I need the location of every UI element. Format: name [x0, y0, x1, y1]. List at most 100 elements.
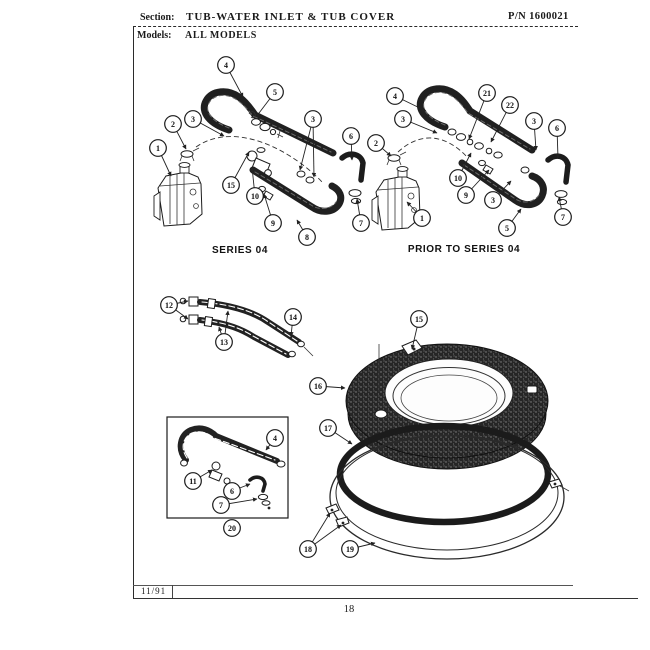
callout-circle	[457, 186, 475, 204]
callout-3: 3	[484, 180, 512, 209]
callout-circle	[484, 191, 502, 209]
callout-number: 14	[289, 313, 297, 322]
callout-circle	[215, 333, 233, 351]
callout-5: 5	[255, 83, 284, 118]
callout-number: 11	[189, 477, 197, 486]
callout-number: 16	[314, 382, 322, 391]
callout-19: 19	[341, 540, 376, 558]
callout-1: 1	[149, 139, 172, 177]
kit-elbow	[248, 475, 271, 510]
callout-5: 5	[498, 208, 522, 237]
section-label: Section:	[140, 12, 175, 23]
callout-circle	[284, 308, 302, 326]
callout-circle	[394, 110, 412, 128]
water-valve	[371, 166, 421, 231]
callout-22: 22	[490, 96, 519, 143]
callout-15: 15	[222, 151, 250, 194]
spray-elbow	[545, 153, 571, 206]
callout-number: 12	[165, 301, 173, 310]
callout-number: 22	[506, 101, 514, 110]
cover-clip-right	[526, 385, 538, 394]
callout-3: 3	[394, 110, 438, 134]
tub-cover-gasket	[336, 422, 552, 526]
footer-rule-upper	[133, 585, 573, 586]
kit-nozzle	[208, 461, 231, 485]
latch-screw	[412, 347, 416, 351]
callout-4: 4	[386, 87, 427, 112]
callout-number: 7	[219, 501, 223, 510]
callout-number: 15	[415, 315, 423, 324]
page-border-left	[133, 27, 134, 598]
callout-number: 4	[224, 61, 228, 70]
callout-9: 9	[457, 169, 490, 204]
callout-7: 7	[554, 196, 572, 226]
callout-3: 3	[298, 110, 322, 178]
callout-number: 3	[401, 115, 405, 124]
callout-circle	[184, 472, 202, 490]
callout-6: 6	[548, 119, 566, 159]
callout-circle	[341, 540, 359, 558]
cover-clip-left	[374, 409, 388, 419]
ring-clamp-left	[325, 503, 350, 528]
lower-fill-hose	[249, 166, 345, 215]
part-number: P/N 1600021	[508, 11, 569, 22]
water-valve	[153, 162, 203, 227]
callout-circle	[223, 519, 241, 537]
callout-circle	[342, 127, 360, 145]
prior-series04-caption: PRIOR TO SERIES 04	[408, 244, 520, 255]
callout-circle	[160, 296, 178, 314]
callout-15: 15	[410, 310, 428, 350]
callout-number: 6	[230, 487, 234, 496]
check-valve-small	[478, 159, 494, 175]
callout-6: 6	[342, 127, 360, 161]
callout-number: 9	[271, 219, 275, 228]
lower-fill-hose	[458, 159, 547, 209]
models-label: Models:	[137, 30, 172, 41]
valve-inlet-port	[386, 151, 407, 166]
callout-16: 16	[309, 377, 346, 395]
callout-circle	[222, 176, 240, 194]
footer-tick	[172, 585, 173, 598]
callout-circle	[299, 540, 317, 558]
tub-cover-inner-ring2	[400, 374, 498, 422]
tub-cover-opening	[384, 358, 514, 428]
callout-circle	[264, 214, 282, 232]
callout-3: 3	[525, 112, 543, 151]
header-rule	[133, 26, 578, 27]
callout-number: 3	[311, 115, 315, 124]
callout-4: 4	[217, 56, 244, 98]
callout-circle	[309, 377, 327, 395]
callout-number: 17	[324, 424, 332, 433]
callout-number: 8	[305, 233, 309, 242]
callout-10: 10	[246, 166, 264, 205]
callout-14: 14	[284, 308, 302, 337]
callout-number: 7	[359, 219, 363, 228]
callout-number: 3	[491, 196, 495, 205]
callout-number: 3	[191, 115, 195, 124]
callout-number: 15	[227, 181, 235, 190]
callout-2: 2	[367, 134, 392, 157]
callout-circle	[319, 419, 337, 437]
callout-number: 13	[220, 338, 228, 347]
callout-circle	[449, 169, 467, 187]
callout-circle	[498, 219, 516, 237]
callout-2: 2	[164, 115, 187, 150]
callout-1: 1	[406, 201, 431, 227]
callout-circle	[298, 228, 316, 246]
callout-20: 20	[223, 519, 241, 537]
spray-nozzle-assembly	[246, 147, 272, 177]
callout-circle	[164, 115, 182, 133]
callout-leader	[311, 118, 317, 178]
callout-7: 7	[352, 198, 370, 232]
callout-circle	[223, 482, 241, 500]
callout-number: 4	[273, 434, 277, 443]
callout-number: 10	[454, 174, 462, 183]
callout-number: 6	[555, 124, 559, 133]
